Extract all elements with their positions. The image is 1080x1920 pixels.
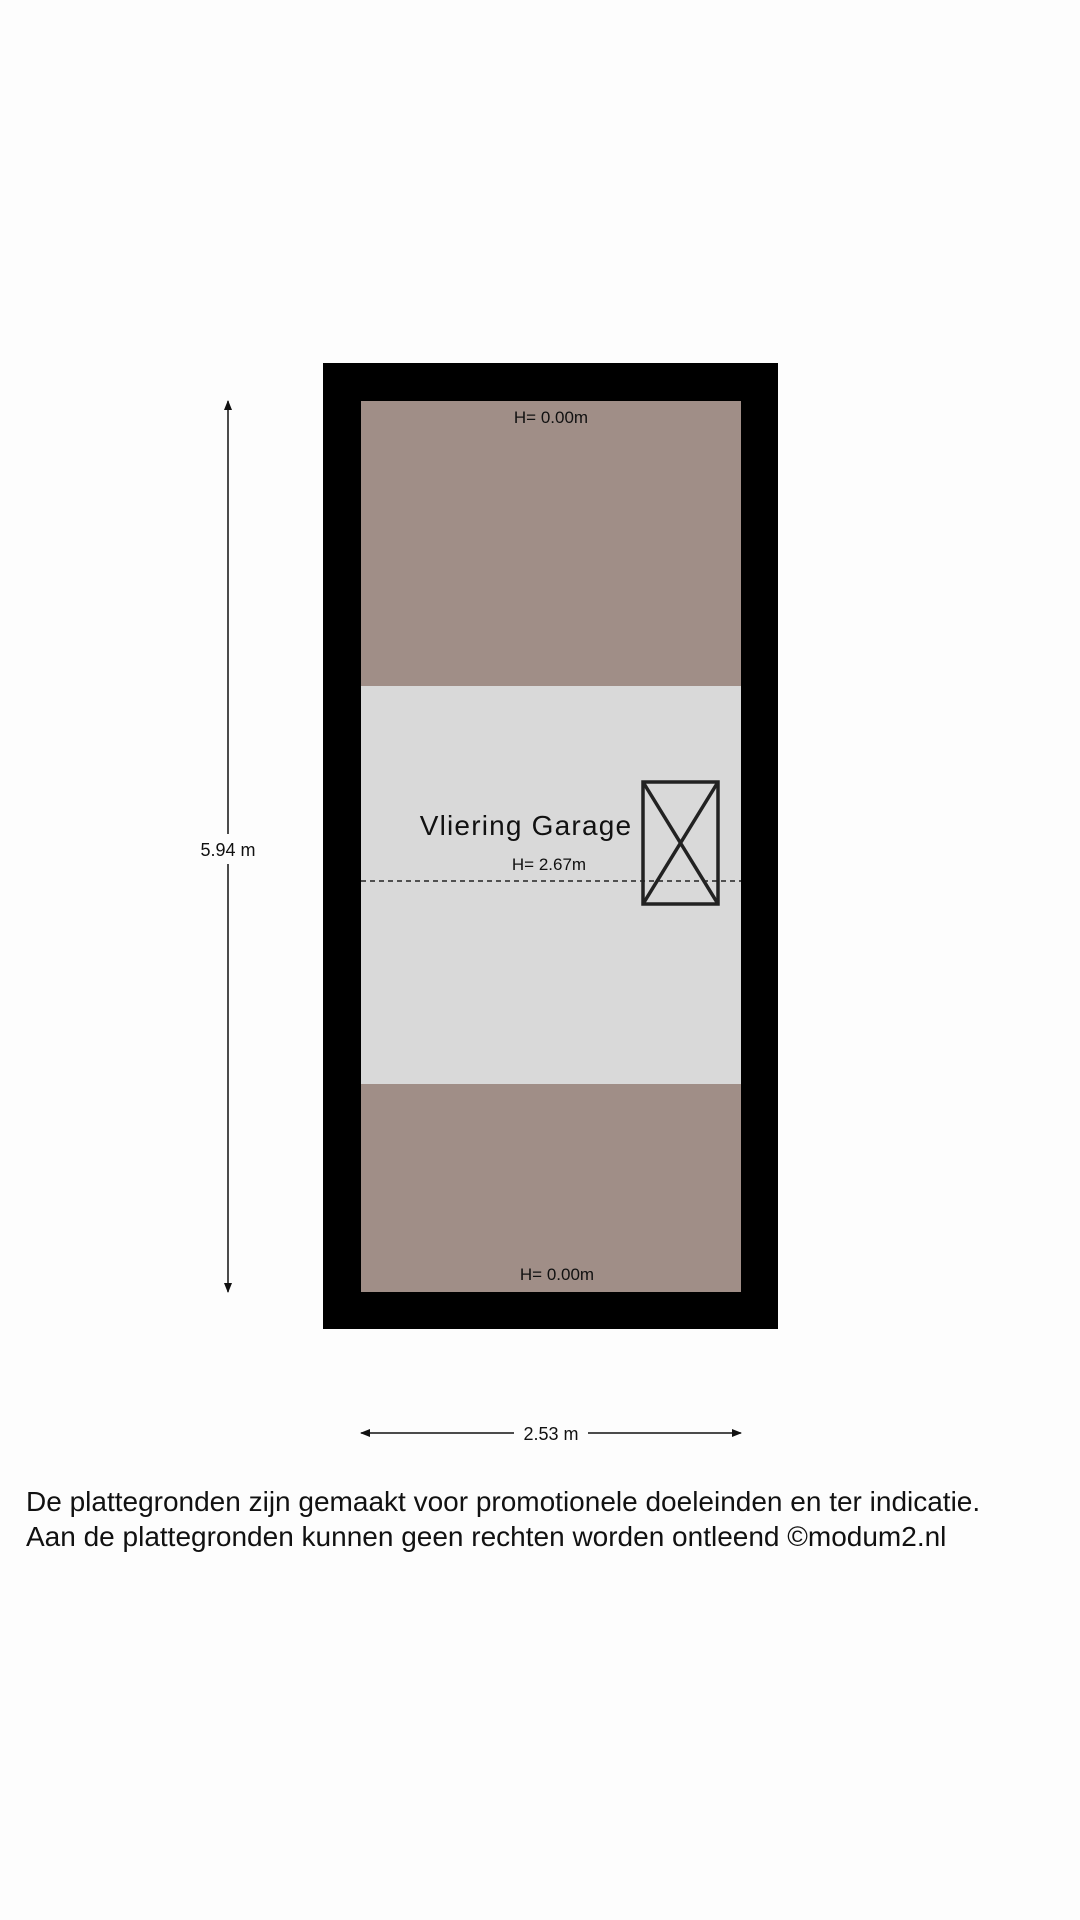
disclaimer: De plattegronden zijn gemaakt voor promo… bbox=[26, 1484, 1066, 1554]
top-slope-height: H= 0.00m bbox=[514, 408, 588, 427]
disclaimer-line-1: De plattegronden zijn gemaakt voor promo… bbox=[26, 1486, 981, 1517]
disclaimer-line-2: Aan de plattegronden kunnen geen rechten… bbox=[26, 1521, 947, 1552]
horizontal-dimension-label: 2.53 m bbox=[523, 1424, 578, 1444]
loft-hatch-icon bbox=[641, 780, 720, 906]
bottom-slope-height: H= 0.00m bbox=[520, 1265, 594, 1284]
room-name: Vliering Garage bbox=[420, 810, 633, 841]
vertical-dimension-label: 5.94 m bbox=[200, 840, 255, 860]
sloped-area-bottom bbox=[361, 1084, 741, 1292]
sloped-area-top bbox=[361, 401, 741, 686]
room-height: H= 2.67m bbox=[512, 855, 586, 874]
